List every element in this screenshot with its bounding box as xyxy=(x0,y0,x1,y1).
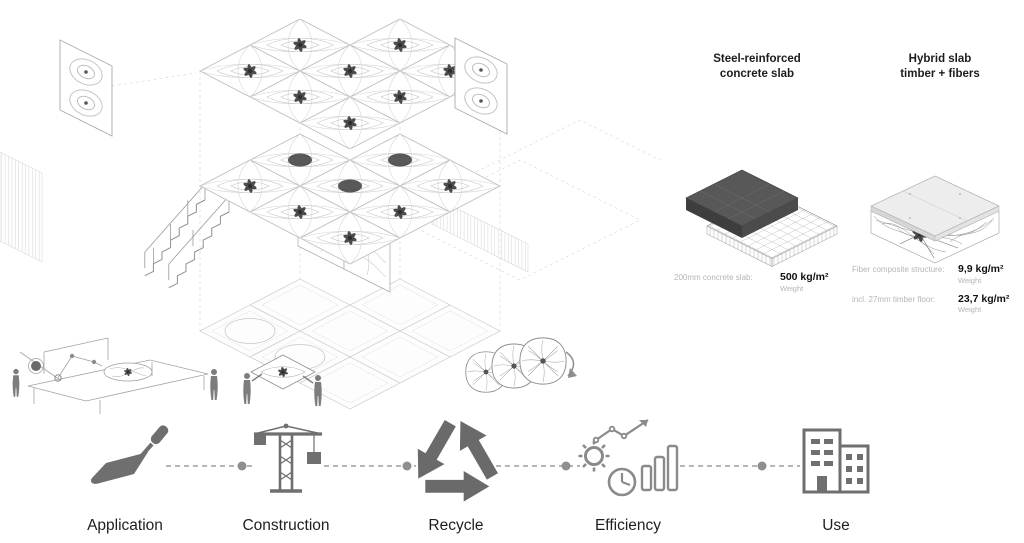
spec-value: 23,7 kg/m² xyxy=(958,292,1010,305)
facade-panel-right xyxy=(454,37,508,135)
step-label-construction: Construction xyxy=(242,517,330,534)
fabrication-vignette xyxy=(12,337,218,414)
middle-floor-layer xyxy=(200,134,500,264)
flow-dot xyxy=(757,461,767,471)
flow-dot xyxy=(237,461,247,471)
tower-crane-icon xyxy=(253,423,323,493)
spec-label: 200mm concrete slab: xyxy=(674,273,753,282)
spec-row: incl. 27mm timber floor: 23,7 kg/m² Weig… xyxy=(852,292,1020,315)
trowel-icon xyxy=(90,425,169,484)
concrete-slab-body xyxy=(685,169,799,238)
hybrid-spec-column: Fiber composite structure: 9,9 kg/m² Wei… xyxy=(852,263,1020,315)
title-line: timber + fibers xyxy=(900,67,980,80)
recycle-arrows-icon xyxy=(417,420,498,502)
step-label-use: Use xyxy=(822,517,850,534)
buildings-icon xyxy=(802,428,870,494)
spec-value-block: 23,7 kg/m² Weight xyxy=(958,292,1020,315)
spec-row: 200mm concrete slab: 500 kg/m² Weight xyxy=(674,271,842,293)
concrete-slab-illustration xyxy=(685,169,838,267)
concrete-spec-column: 200mm concrete slab: 500 kg/m² Weight xyxy=(674,271,842,293)
title-line: concrete slab xyxy=(719,67,795,80)
hybrid-slab-illustration xyxy=(870,175,1000,264)
step-label-recycle: Recycle xyxy=(428,517,484,534)
spec-sub: Weight xyxy=(958,305,982,315)
spec-sub: Weight xyxy=(958,275,982,285)
flow-connectors xyxy=(166,461,800,471)
spec-sub: Weight xyxy=(780,283,804,293)
panel-stack-vignette xyxy=(465,337,577,393)
stairs xyxy=(144,183,230,289)
comparison-title-concrete: Steel-reinforced concrete slab xyxy=(688,52,826,82)
spec-value: 9,9 kg/m² xyxy=(958,263,1004,275)
flow-dot xyxy=(402,461,412,471)
timber-top-plate xyxy=(870,175,1000,242)
hatched-wall-left xyxy=(0,151,43,263)
spec-value-block: 9,9 kg/m² Weight xyxy=(958,263,1020,285)
dashed-guides xyxy=(111,19,660,331)
facade-panel-left xyxy=(59,39,113,137)
process-flow-strip xyxy=(90,419,870,502)
spec-value: 500 kg/m² xyxy=(780,271,829,283)
comparison-title-hybrid: Hybrid slab timber + fibers xyxy=(872,52,1008,82)
step-label-application: Application xyxy=(87,517,163,534)
spec-value-block: 500 kg/m² Weight xyxy=(780,271,842,293)
efficiency-gear-chart-icon xyxy=(578,419,679,497)
spec-row: Fiber composite structure: 9,9 kg/m² Wei… xyxy=(852,263,1020,285)
title-line: Steel-reinforced xyxy=(713,53,801,65)
flow-dot xyxy=(561,461,571,471)
spec-label: incl. 27mm timber floor: xyxy=(852,294,936,304)
isometric-exploded-diagram xyxy=(0,19,660,414)
step-label-efficiency: Efficiency xyxy=(594,517,662,534)
carrying-vignette xyxy=(243,354,322,406)
spec-label: Fiber composite structure: xyxy=(852,265,945,274)
title-line: Hybrid slab xyxy=(908,53,972,65)
